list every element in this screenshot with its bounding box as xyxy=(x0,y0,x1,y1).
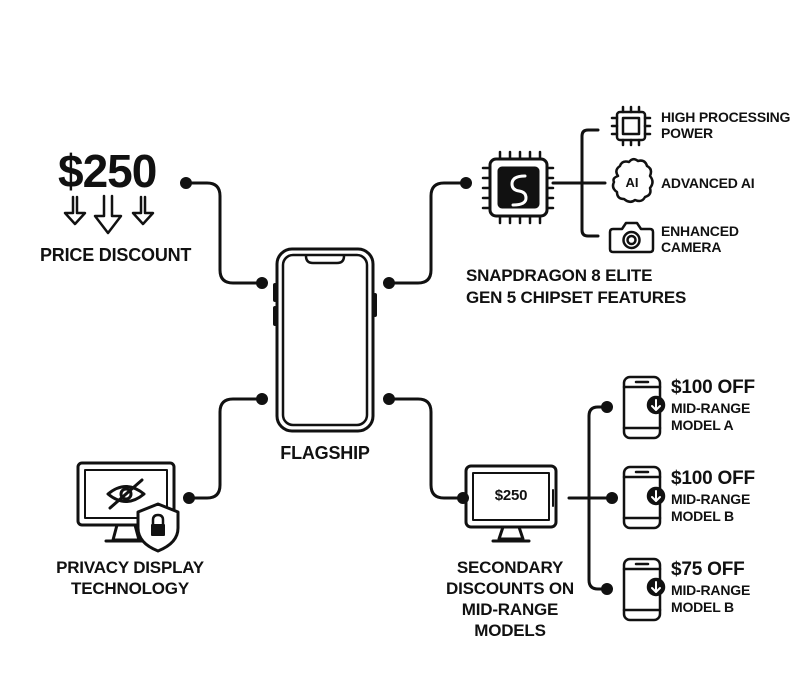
chipset-label-line1: SNAPDRAGON 8 ELITE xyxy=(466,266,653,285)
flagship-label: FLAGSHIP xyxy=(280,443,370,463)
discount-monitor-icon xyxy=(464,464,558,543)
ai-brain-icon xyxy=(611,158,654,203)
secondary-label-line1: SECONDARY xyxy=(456,558,564,577)
processor-icon xyxy=(610,105,652,147)
feature-high-processing-line2: POWER xyxy=(661,125,713,141)
offer-a-line1: MID-RANGE xyxy=(671,400,751,416)
connector-chipset xyxy=(383,177,472,289)
ai-brain-label: AI xyxy=(626,175,639,190)
feature-high-processing-line1: HIGH PROCESSING xyxy=(661,109,791,125)
secondary-label-line4: MODELS xyxy=(474,621,546,640)
privacy-label-line1: PRIVACY DISPLAY xyxy=(56,558,204,577)
offer-phone-icon-c xyxy=(622,557,666,622)
price-amount: $250 xyxy=(58,145,157,197)
chipset-label-line2: GEN 5 CHIPSET FEATURES xyxy=(466,288,687,307)
secondary-label-line2: DISCOUNTS ON xyxy=(446,579,574,598)
offer-c-line1: MID-RANGE xyxy=(671,582,751,598)
connector-secondary xyxy=(383,393,469,504)
offer-c-line2: MODEL B xyxy=(671,599,734,615)
connector-chip-features xyxy=(551,128,607,238)
price-down-arrows-icon xyxy=(63,194,155,235)
camera-icon xyxy=(608,221,655,254)
offer-a-amount: $100 OFF xyxy=(671,377,755,398)
offer-phone-icon-b xyxy=(622,465,666,530)
connector-offers xyxy=(567,401,618,595)
shield-lock-icon xyxy=(136,502,180,553)
offer-b-line2: MODEL B xyxy=(671,508,734,524)
monitor-amount: $250 xyxy=(494,487,528,504)
privacy-label-line2: TECHNOLOGY xyxy=(71,579,189,598)
offer-b-line1: MID-RANGE xyxy=(671,491,751,507)
offer-a-line2: MODEL A xyxy=(671,417,734,433)
privacy-monitor-icon xyxy=(76,461,176,543)
connector-price xyxy=(180,177,268,289)
feature-advanced-ai: ADVANCED AI xyxy=(661,175,755,191)
flagship-phone-icon xyxy=(273,247,377,433)
offer-b-amount: $100 OFF xyxy=(671,468,755,489)
snapdragon-chip-icon xyxy=(481,150,555,225)
price-discount-label: PRICE DISCOUNT xyxy=(40,245,192,265)
secondary-label-line3: MID-RANGE xyxy=(461,600,559,619)
offer-c-amount: $75 OFF xyxy=(671,559,745,580)
connector-privacy xyxy=(183,393,268,504)
offer-phone-icon-a xyxy=(622,375,666,440)
feature-camera-line1: ENHANCED xyxy=(661,223,739,239)
feature-camera-line2: CAMERA xyxy=(661,239,722,255)
